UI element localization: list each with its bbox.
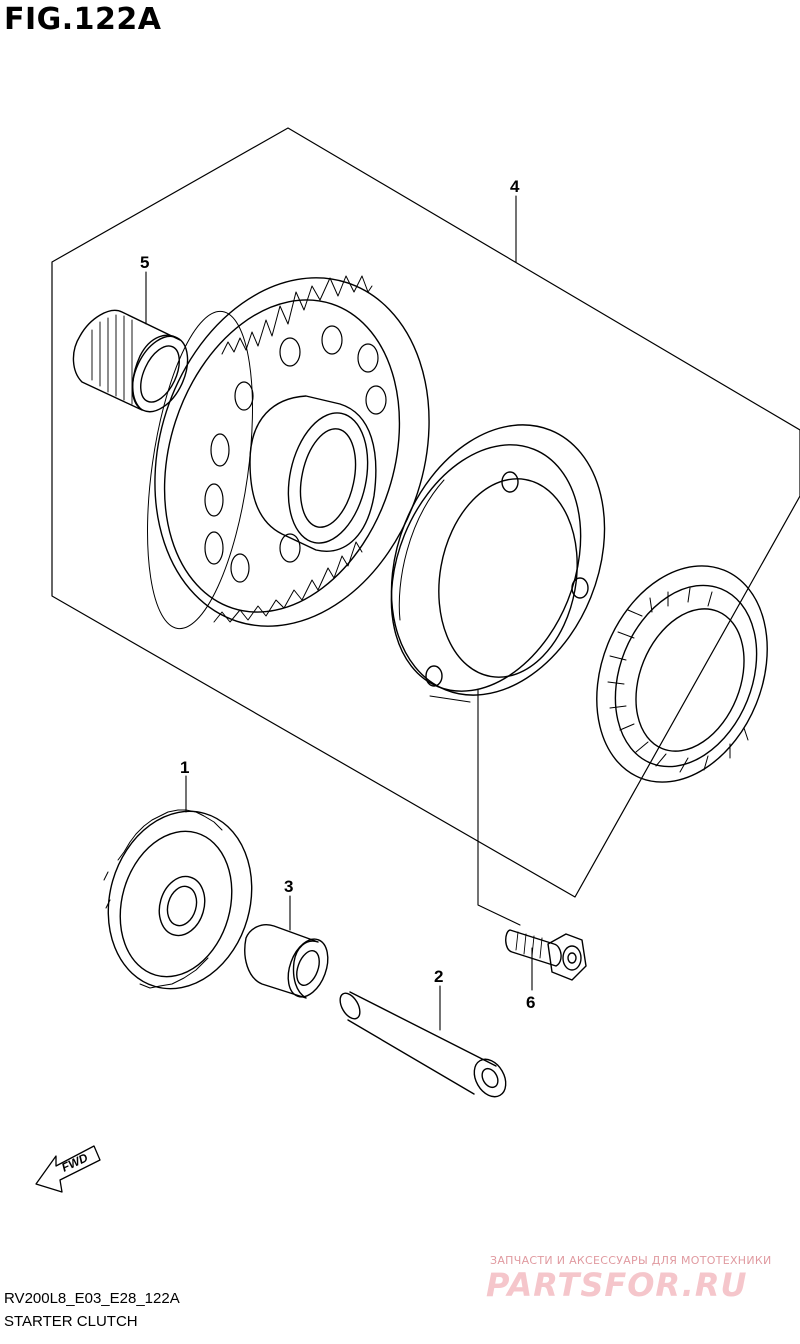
callout-6[interactable]: 6 — [526, 993, 535, 1012]
idle-gear-part-1 — [103, 809, 253, 990]
bolt-part-6 — [505, 929, 587, 981]
watermark-logo: PARTSFOR.RU — [486, 1266, 748, 1304]
starter-driven-gear — [147, 275, 430, 630]
callout-1[interactable]: 1 — [180, 758, 189, 777]
callout-5[interactable]: 5 — [140, 253, 149, 272]
shaft-part-2 — [339, 991, 507, 1098]
callout-3[interactable]: 3 — [284, 877, 293, 896]
figure-code: RV200L8_E03_E28_122A — [4, 1290, 180, 1307]
watermark-tagline: ЗАПЧАСТИ И АКСЕССУАРЫ ДЛЯ МОТОТЕХНИКИ — [490, 1254, 772, 1267]
figure-title: FIG.122A — [4, 2, 162, 37]
figure-caption: STARTER CLUTCH — [4, 1313, 138, 1330]
assembly-outline — [51, 127, 800, 898]
callout-2[interactable]: 2 — [434, 967, 443, 986]
fwd-arrow-icon — [35, 1145, 101, 1193]
bushing-part-3 — [244, 924, 329, 999]
leader-bolt — [477, 689, 521, 926]
clutch-housing — [390, 424, 606, 703]
one-way-clutch-sprag — [596, 565, 768, 783]
needle-bearing-part-5 — [72, 309, 189, 413]
callout-4[interactable]: 4 — [510, 177, 520, 196]
fwd-label: FWD — [59, 1150, 90, 1174]
